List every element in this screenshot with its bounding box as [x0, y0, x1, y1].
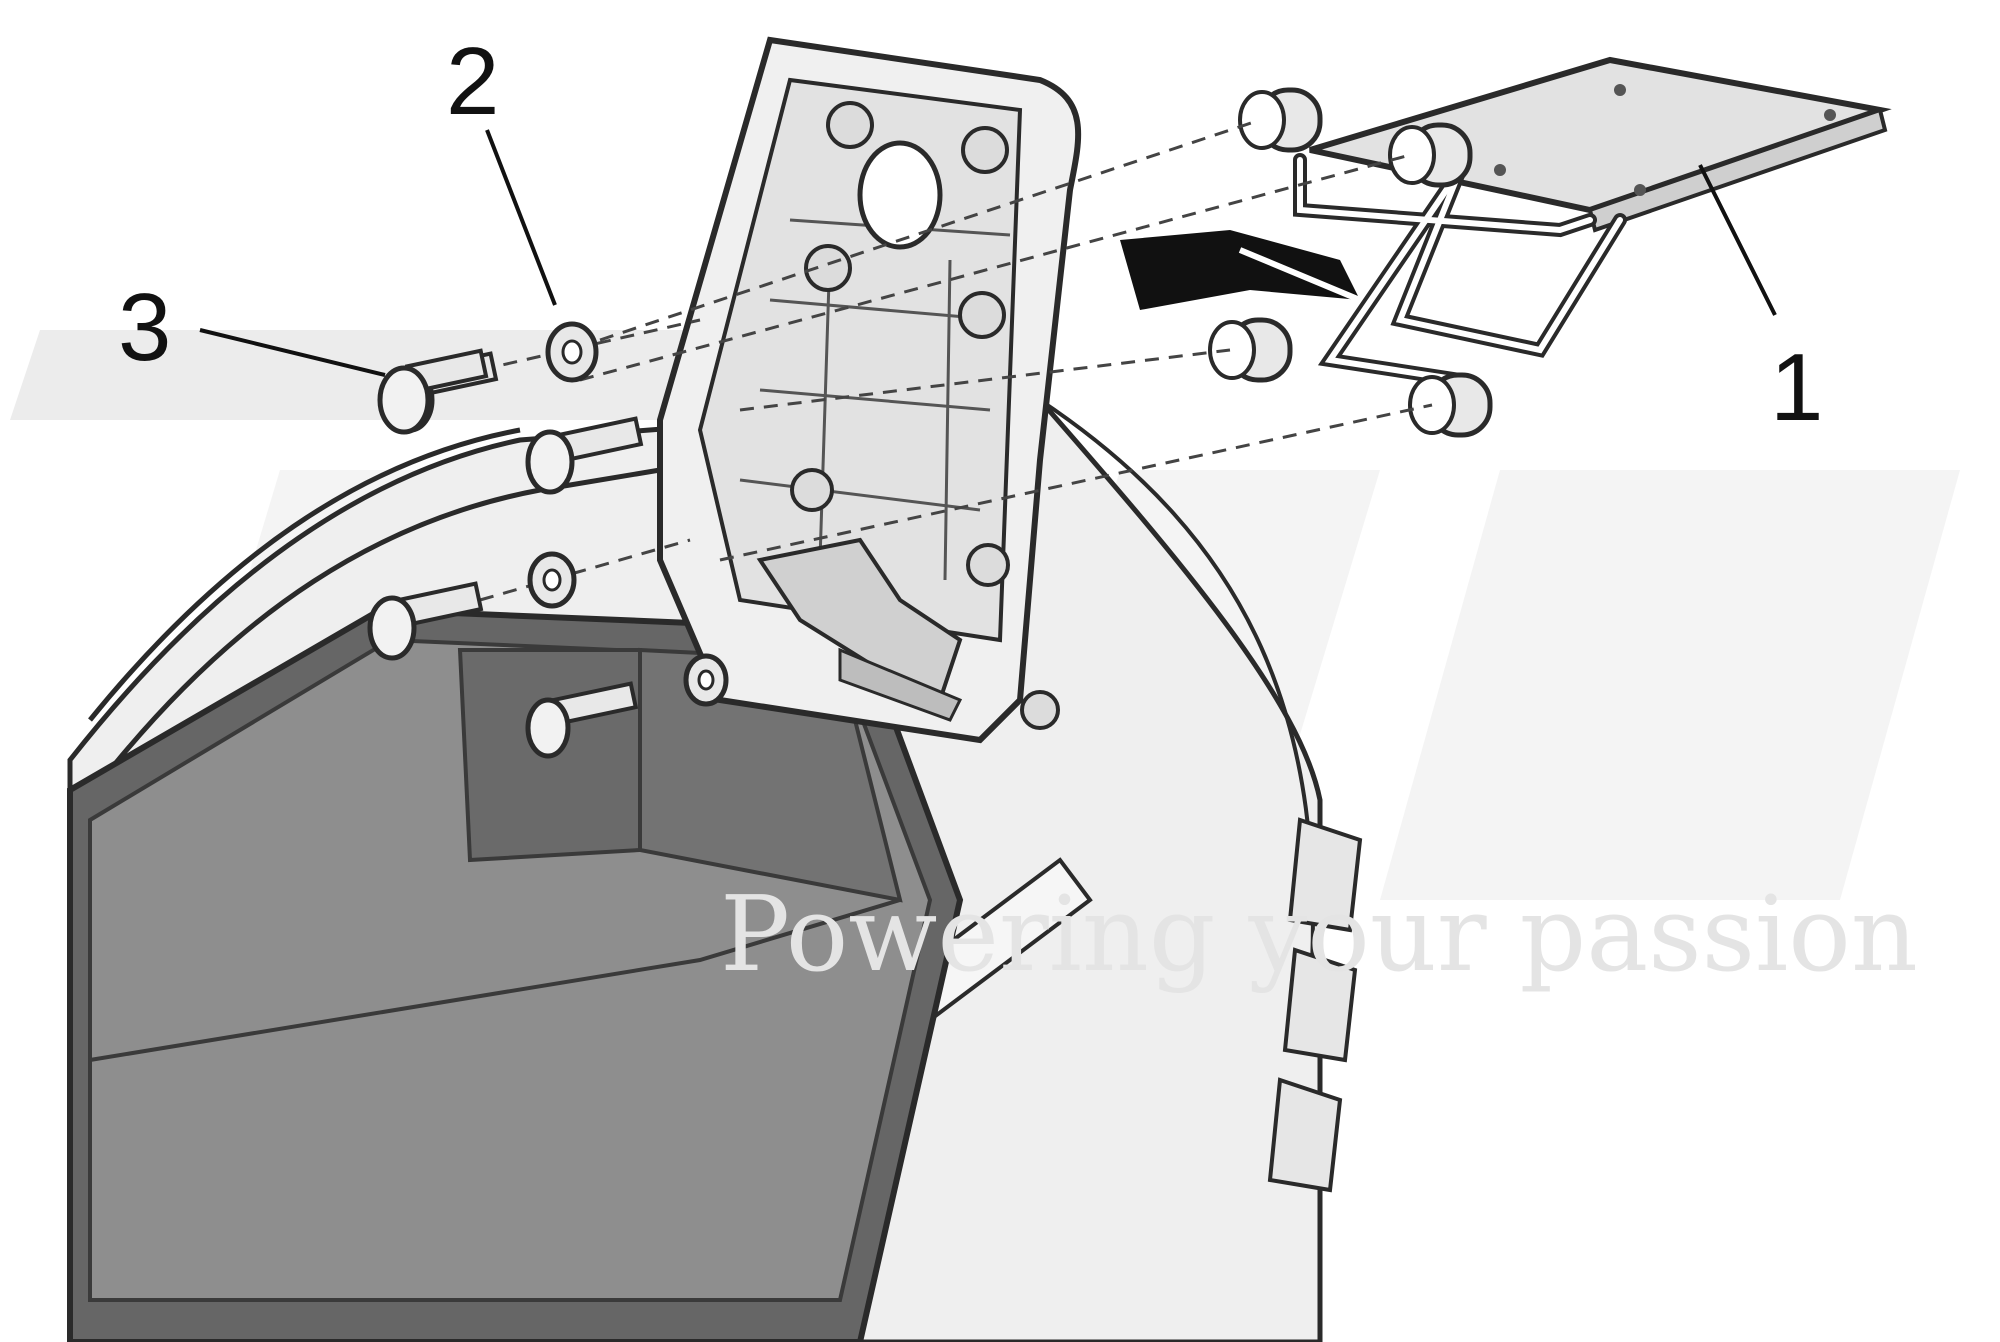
- callout-label-1: 1: [1770, 334, 1823, 441]
- bolt-icon: [367, 581, 484, 661]
- backrest-mount-plate: [657, 36, 1082, 744]
- washer-icon: [527, 551, 577, 609]
- assembly-direction-arrow: [1120, 230, 1362, 310]
- callout-2: 2: [446, 28, 599, 383]
- seat-rail-frame: [88, 427, 661, 772]
- watermark-tagline: Powering your passion: [720, 873, 1918, 995]
- storage-compartment: [67, 606, 964, 1342]
- callout-label-3: 3: [118, 274, 171, 381]
- bolt-icon: [525, 416, 644, 495]
- alignment-dashed-lines: [479, 118, 1433, 602]
- washer-icon: [545, 321, 599, 383]
- callout-1: 1: [1698, 164, 1823, 441]
- washer-icon: [683, 653, 729, 707]
- callout-label-2: 2: [446, 28, 499, 135]
- bolt-icon: [525, 681, 639, 759]
- callout-3: 3: [118, 274, 489, 435]
- bolt-icon: [377, 348, 489, 435]
